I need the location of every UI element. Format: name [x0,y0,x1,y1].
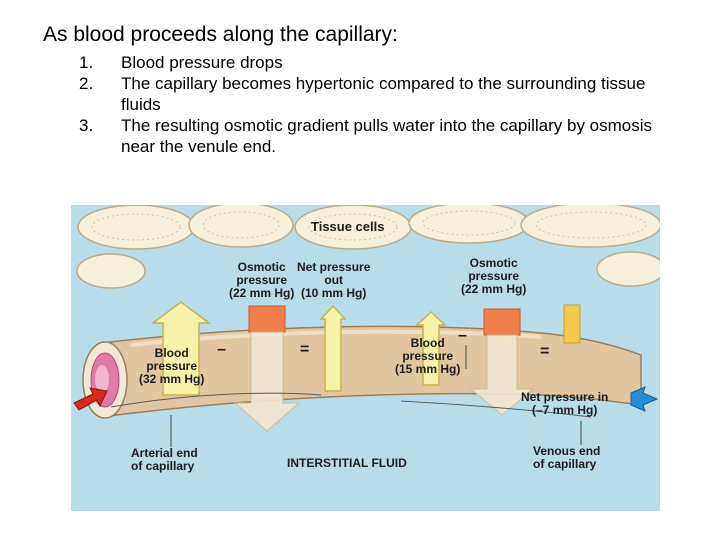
net-pressure-out-label: Net pressure out (10 mm Hg) [297,260,371,300]
step-text: The resulting osmotic gradient pulls wat… [121,116,653,156]
step-text: The capillary becomes hypertonic compare… [121,74,646,114]
tissue-cell [520,205,660,248]
minus-sign: – [458,327,467,344]
step-number: 3. [79,116,94,135]
osmotic-pressure-block [483,308,521,336]
list-item: 1. Blood pressure drops [0,52,681,73]
tissue-cell [408,205,530,244]
step-number: 1. [79,53,94,72]
step-number: 2. [79,74,94,93]
net-pressure-in-label: Net pressure in (–7 mm Hg) [521,390,609,417]
interstitial-fluid-label: INTERSTITIAL FLUID [287,456,407,470]
blood-pressure-label-left: Blood pressure (32 mm Hg) [139,346,205,386]
tissue-cell [596,251,660,287]
step-text: Blood pressure drops [121,53,283,72]
blood-pressure-out-arrow [415,310,447,386]
net-pressure-in-bar [563,304,581,344]
equals-sign: = [540,343,550,360]
net-pressure-out-arrow [319,304,347,392]
venous-end-label: Venous end of capillary [533,444,601,471]
tissue-cell [188,205,294,248]
osmotic-pressure-label-left: Osmotic pressure (22 mm Hg) [229,260,295,300]
capillary-diagram: Tissue cells Osmotic pressure (22 mm Hg)… [71,205,660,511]
blood-flow-arrow [73,387,108,411]
blood-pressure-out-arrow [150,301,212,396]
osmotic-pressure-arrow [469,334,535,416]
list-item: 2. The capillary becomes hypertonic comp… [0,73,681,115]
net-pressure-in-arrow [630,386,659,412]
tissue-cell [77,205,195,250]
diagram-graphics [73,205,660,447]
equals-sign: = [300,341,310,358]
list-item: 3. The resulting osmotic gradient pulls … [0,115,681,157]
blood-pressure-label-right: Blood pressure (15 mm Hg) [395,336,461,376]
slide-heading: As blood proceeds along the capillary: [43,23,398,46]
steps-list: 1. Blood pressure drops 2. The capillary… [0,52,681,157]
minus-sign: – [217,341,226,358]
osmotic-pressure-arrow [233,331,301,432]
arterial-end-label: Arterial end of capillary [131,446,198,473]
tissue-cell [76,253,146,289]
osmotic-pressure-block [248,305,286,333]
tissue-cells-label: Tissue cells [311,219,385,234]
osmotic-pressure-label-right: Osmotic pressure (22 mm Hg) [461,256,527,296]
